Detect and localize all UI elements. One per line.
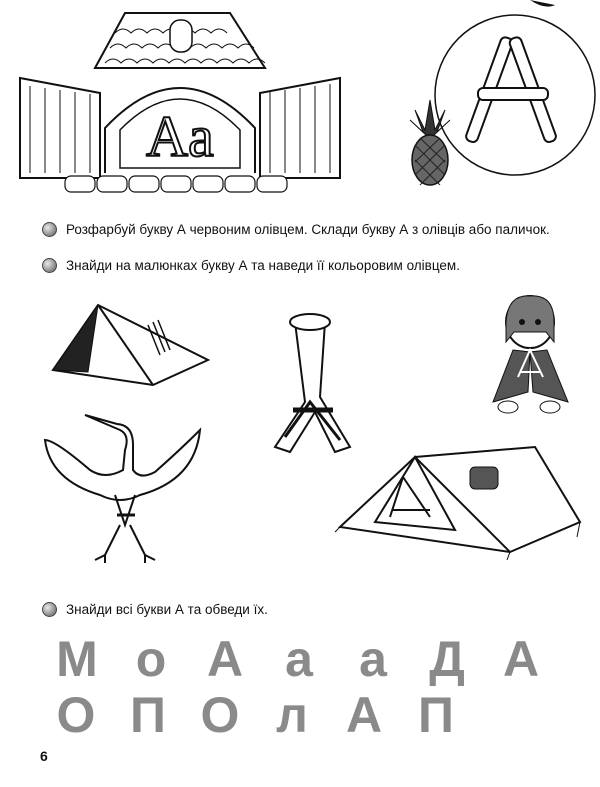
task-3: Знайди всі букви А та обведи їх. — [42, 602, 268, 617]
letter-item[interactable]: П — [418, 687, 454, 743]
task-1: Розфарбуй букву А червоним олівцем. Скла… — [42, 222, 550, 237]
letter-item[interactable]: М — [56, 631, 98, 687]
pineapple-picture — [409, 99, 451, 186]
letter-item[interactable]: О — [56, 687, 96, 743]
bullet-icon — [42, 222, 57, 237]
page-number: 6 — [40, 748, 48, 764]
task-3-text: Знайди всі букви А та обведи їх. — [66, 602, 268, 617]
bullet-icon — [42, 258, 57, 273]
letter-item[interactable]: А — [345, 687, 383, 743]
task-2-text: Знайди на малюнках букву А та наведи її … — [66, 258, 460, 273]
girl-doll-picture — [492, 295, 569, 414]
letter-item[interactable]: П — [130, 687, 166, 743]
rolled-mat-picture — [273, 313, 352, 454]
bullet-icon — [42, 602, 57, 617]
letter-item[interactable]: о — [135, 631, 167, 687]
task-2: Знайди на малюнках букву А та наведи її … — [42, 258, 460, 273]
task-1-text: Розфарбуй букву А червоним олівцем. Скла… — [66, 222, 550, 237]
tent-picture — [51, 303, 211, 387]
letters-row-2: О П О л А П — [40, 686, 472, 744]
letters-row-1: М о А а а Д А — [40, 630, 558, 688]
house-window-picture: Aa — [19, 12, 341, 193]
letter-item[interactable]: А — [206, 631, 244, 687]
letter-item[interactable]: л — [276, 687, 308, 743]
letter-item[interactable]: А — [502, 631, 540, 687]
big-tent-picture — [334, 445, 582, 561]
letter-item[interactable]: Д — [429, 631, 465, 687]
letter-item[interactable]: О — [200, 687, 240, 743]
letter-pair-text: Aa — [146, 104, 214, 169]
stick-letter-circle — [434, 0, 596, 176]
heron-picture — [43, 414, 202, 563]
letter-item[interactable]: а — [285, 631, 313, 687]
letter-item[interactable]: а — [359, 631, 387, 687]
